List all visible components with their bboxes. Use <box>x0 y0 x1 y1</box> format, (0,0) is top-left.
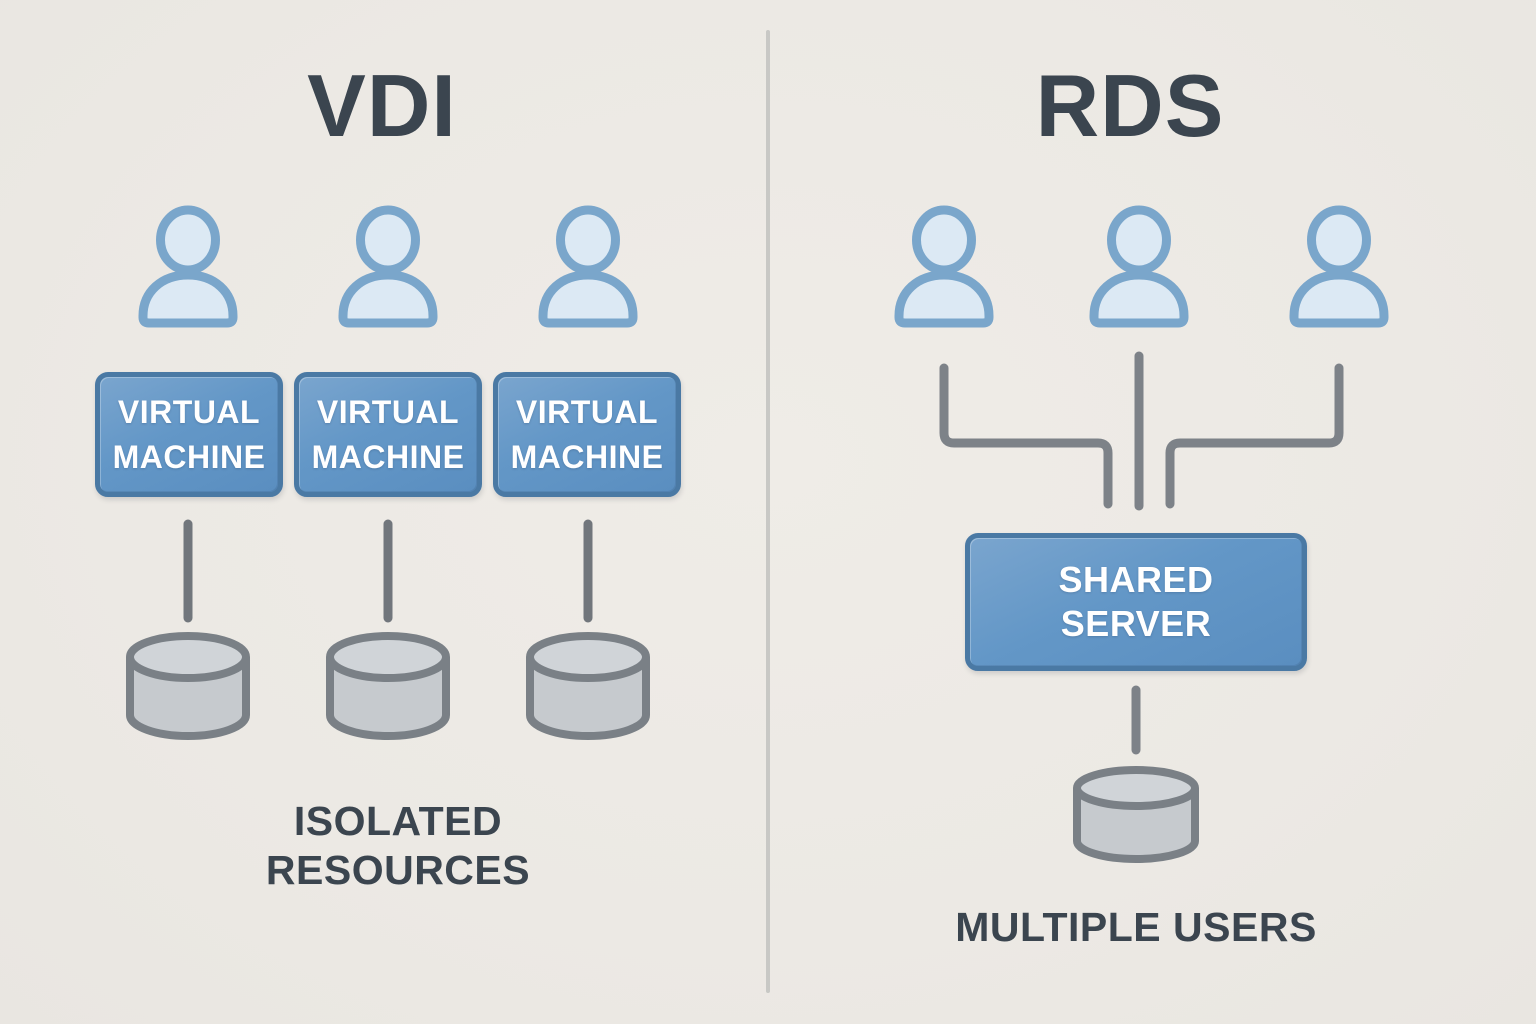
user-server-connector-right <box>1165 363 1344 509</box>
user-head <box>356 205 420 275</box>
shared-server-box: SHARED SERVER <box>965 533 1307 671</box>
vm-box-label-line2: MACHINE <box>311 438 465 475</box>
vm-box-label-line2: MACHINE <box>112 438 266 475</box>
user-icon <box>138 205 238 328</box>
virtual-machine-box: VIRTUAL MACHINE <box>294 372 482 497</box>
user-body <box>1089 270 1189 328</box>
user-body <box>138 270 238 328</box>
user-icon <box>1089 205 1189 328</box>
virtual-machine-box: VIRTUAL MACHINE <box>95 372 283 497</box>
cylinder-top <box>1073 766 1199 810</box>
multiple-users-caption: MULTIPLE USERS <box>955 904 1317 950</box>
user-server-connector-left <box>939 363 1113 509</box>
user-body <box>894 270 994 328</box>
rds-title: RDS <box>1035 56 1225 155</box>
database-cylinder-icon <box>326 632 450 740</box>
vm-box-label-line2: MACHINE <box>510 438 664 475</box>
database-cylinder-icon <box>1073 766 1199 863</box>
virtual-machine-box: VIRTUAL MACHINE <box>493 372 681 497</box>
user-icon <box>1289 205 1389 328</box>
caption-line1: ISOLATED <box>293 798 503 844</box>
server-box-label-line1: SHARED <box>1058 559 1214 600</box>
cylinder-top <box>126 632 250 682</box>
panel-divider <box>766 30 770 993</box>
vm-box-label-line1: VIRTUAL <box>316 393 460 430</box>
database-cylinder-icon <box>126 632 250 740</box>
vdi-title: VDI <box>307 56 457 155</box>
caption-line2: RESOURCES <box>265 847 531 893</box>
isolated-resources-caption: ISOLATED RESOURCES <box>148 797 648 895</box>
user-body <box>1289 270 1389 328</box>
user-body <box>538 270 638 328</box>
vm-box-label-line1: VIRTUAL <box>515 393 659 430</box>
user-head <box>1307 205 1371 275</box>
vm-box-label-line1: VIRTUAL <box>117 393 261 430</box>
user-body <box>338 270 438 328</box>
user-icon <box>894 205 994 328</box>
user-icon <box>338 205 438 328</box>
cylinder-top <box>326 632 450 682</box>
database-cylinder-icon <box>526 632 650 740</box>
user-head <box>556 205 620 275</box>
cylinder-top <box>526 632 650 682</box>
user-icon <box>538 205 638 328</box>
user-head <box>912 205 976 275</box>
server-box-label-line2: SERVER <box>1060 603 1212 644</box>
user-head <box>156 205 220 275</box>
user-head <box>1107 205 1171 275</box>
